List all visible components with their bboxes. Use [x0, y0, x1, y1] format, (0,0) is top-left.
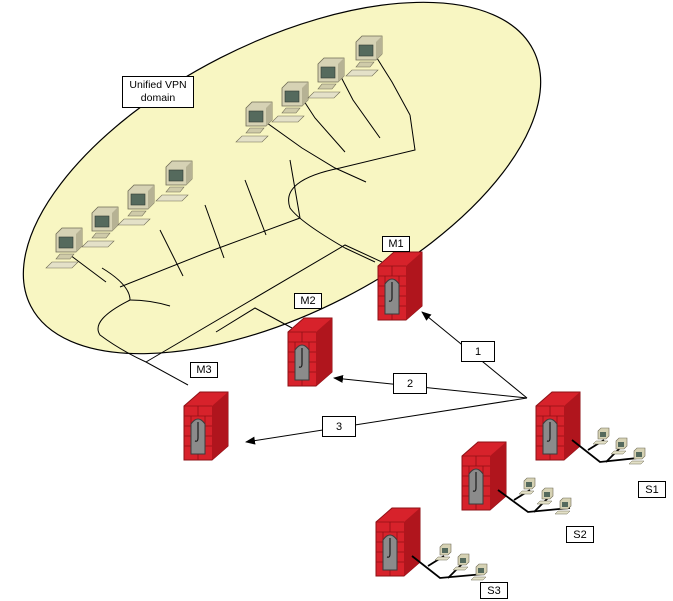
network-wiring: [69, 54, 416, 386]
priority-label-2: 2: [393, 373, 427, 394]
gateway-label-m3: M3: [190, 362, 218, 378]
firewall-m2: [287, 317, 333, 387]
vpn-domain-ellipse: [22, 1, 542, 355]
firewall-s3: [375, 507, 421, 577]
satellite-lans: [411, 427, 646, 581]
gateway-label-m1: M1: [382, 236, 410, 252]
firewall-s1: [535, 391, 581, 461]
priority-label-3: 3: [322, 416, 356, 437]
firewall-m3: [183, 391, 229, 461]
vpn-domain-label: Unified VPN domain: [122, 76, 194, 108]
priority-label-1: 1: [461, 341, 495, 362]
gateway-label-m2: M2: [294, 293, 322, 309]
gateway-label-s2: S2: [566, 526, 594, 543]
firewall-m1: [377, 251, 423, 321]
gateway-label-s1: S1: [638, 481, 666, 498]
gateway-label-s3: S3: [480, 582, 508, 599]
firewall-s2: [461, 441, 507, 511]
